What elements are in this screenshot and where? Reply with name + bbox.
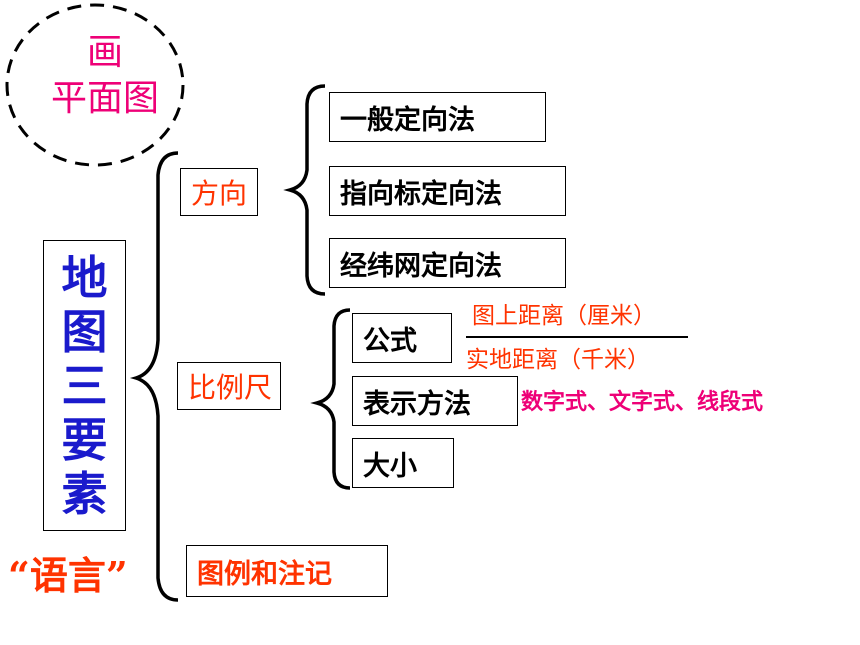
category-direction: 方向 — [180, 168, 258, 216]
category-scale: 比例尺 — [177, 362, 281, 410]
scale-representation: 表示方法 — [352, 376, 518, 426]
scale-size: 大小 — [352, 438, 454, 488]
legend-annotation-label: 图例和注记 — [197, 558, 332, 590]
category-scale-label: 比例尺 — [188, 371, 273, 404]
scale-brace — [310, 308, 351, 490]
main-brace — [129, 151, 179, 602]
scale-representation-label: 表示方法 — [363, 388, 471, 420]
draw-label-line1: 画 — [86, 32, 123, 73]
draw-label-line2: 平面图 — [50, 78, 159, 119]
method-graticule-label: 经纬网定向法 — [340, 250, 502, 282]
language-label: “语言” — [8, 553, 128, 598]
legend-annotation-box: 图例和注记 — [186, 545, 388, 597]
representation-methods: 数字式、文字式、线段式 — [521, 390, 764, 415]
scale-formula: 公式 — [352, 313, 452, 363]
formula-denominator: 实地距离（千米） — [466, 347, 650, 373]
main-title: 地图三要素 — [61, 250, 108, 521]
method-north-arrow: 指向标定向法 — [329, 166, 566, 216]
method-graticule: 经纬网定向法 — [329, 238, 566, 288]
method-general-label: 一般定向法 — [340, 104, 475, 136]
draw-plan-label: 画 平面图 — [30, 30, 180, 122]
scale-formula-label: 公式 — [363, 325, 417, 357]
category-direction-label: 方向 — [191, 177, 248, 210]
formula-numerator: 图上距离（厘米） — [472, 303, 656, 329]
scale-size-label: 大小 — [363, 450, 417, 482]
method-general: 一般定向法 — [329, 92, 546, 142]
fraction-bar — [466, 336, 688, 338]
method-north-arrow-label: 指向标定向法 — [340, 178, 502, 210]
direction-brace — [283, 84, 326, 296]
main-title-box: 地图三要素 — [43, 240, 126, 531]
